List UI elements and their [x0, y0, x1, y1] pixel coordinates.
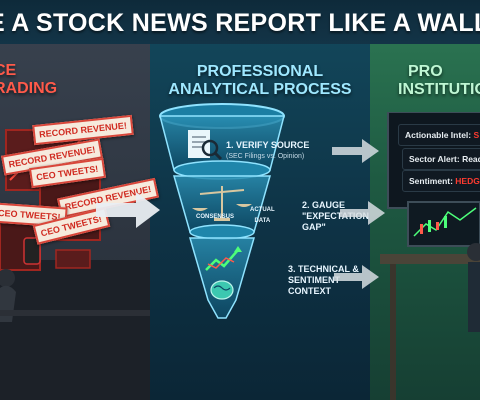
- arrow-right-icon: [334, 265, 379, 289]
- step2-line3: GAP": [302, 222, 326, 232]
- mid-title-line1: PROFESSIONAL: [196, 63, 324, 80]
- right-title-line1: PRO: [408, 63, 443, 80]
- left-section-title: CE RADING: [0, 62, 57, 98]
- arrow-right-icon: [332, 139, 379, 163]
- right-section-title: PRO: [408, 63, 443, 81]
- arrow-right-icon: [340, 201, 385, 225]
- sector-label: Sector Alert:: [409, 154, 463, 164]
- banner-title: E A STOCK NEWS REPORT LIKE A WALL STRE: [0, 9, 480, 37]
- intel-box-sentiment: Sentiment: HEDGE: [402, 170, 480, 192]
- step2-line1: 2. GAUGE: [302, 200, 346, 210]
- balance-scale-icon: [192, 186, 252, 221]
- process-funnel: [159, 103, 285, 319]
- step3-line1: 3. TECHNICAL &: [288, 264, 359, 274]
- intel-value: S: [473, 130, 480, 140]
- mid-title-line2: ANALYTICAL PROCESS: [168, 81, 352, 98]
- step3-line3: CONTEXT: [288, 286, 332, 296]
- brain-icon: [210, 280, 234, 300]
- intel-box-actionable: Actionable Intel: S: [398, 124, 480, 146]
- step2-line2: "EXPECTATION: [302, 211, 369, 221]
- sentiment-value: HEDGE: [455, 176, 480, 186]
- step1-label: 1. VERIFY SOURCE (SEC Filings vs. Opinio…: [226, 140, 309, 162]
- magnifier-document-icon: [188, 130, 223, 161]
- scale-left-label: CONSENSUS: [196, 214, 235, 220]
- top-banner: E A STOCK NEWS REPORT LIKE A WALL STRE: [0, 0, 480, 44]
- step1-title: 1. VERIFY SOURCE: [226, 140, 310, 150]
- step3-line2: SENTIMENT: [288, 275, 341, 285]
- left-title-line2: RADING: [0, 80, 58, 97]
- step2-label: 2. GAUGE "EXPECTATION GAP": [302, 200, 369, 233]
- intel-box-sector-alert: Sector Alert: Read: [402, 148, 480, 170]
- step3-label: 3. TECHNICAL & SENTIMENT CONTEXT: [288, 264, 359, 297]
- right-title-line2: INSTITUTIO: [398, 81, 480, 98]
- left-title-line1: CE: [0, 62, 17, 79]
- intel-label: Actionable Intel:: [405, 130, 474, 140]
- step1-subtitle: (SEC Filings vs. Opinion): [226, 153, 305, 160]
- scale-right-label: ACTUAL DATA: [250, 205, 275, 227]
- sector-value: Read: [462, 154, 480, 164]
- chart-up-icon: [205, 246, 242, 271]
- scale-right-line1: ACTUAL: [250, 207, 275, 213]
- scale-right-line2: DATA: [254, 218, 271, 224]
- sentiment-label: Sentiment:: [409, 176, 456, 186]
- middle-section-title: PROFESSIONAL ANALYTICAL PROCESS: [150, 63, 370, 99]
- arrow-right-icon: [96, 192, 160, 228]
